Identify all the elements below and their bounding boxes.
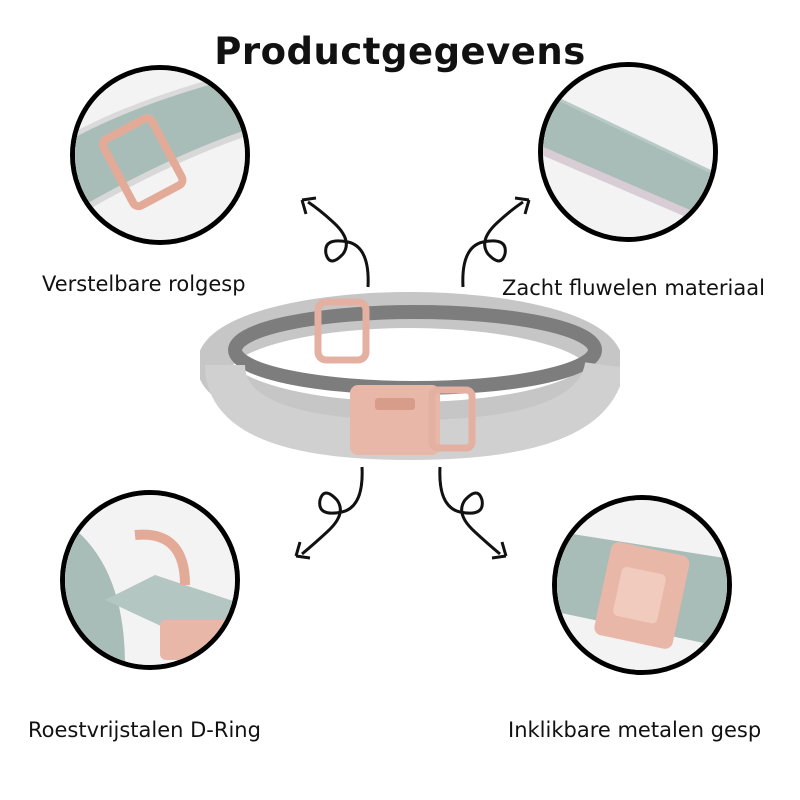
detail-circle-d-ring [60, 490, 240, 670]
feature-label-d-ring: Roestvrijstalen D-Ring [28, 718, 261, 742]
curly-arrow-bottom-left-icon [294, 466, 364, 560]
detail-circle-quick-release [552, 495, 732, 675]
curly-arrow-bottom-right-icon [438, 466, 508, 560]
feature-label-quick-release: Inklikbare metalen gesp [508, 718, 762, 742]
curly-arrow-top-right-icon [461, 196, 531, 288]
feature-label-roller-buckle: Verstelbare rolgesp [42, 272, 246, 296]
detail-circle-roller-buckle [70, 65, 250, 245]
feature-label-velvet: Zacht fluwelen materiaal [502, 276, 765, 300]
collar-image [200, 292, 620, 461]
page-title: Productgegevens [214, 30, 586, 73]
detail-circle-velvet [538, 62, 718, 242]
curly-arrow-top-left-icon [300, 196, 370, 288]
